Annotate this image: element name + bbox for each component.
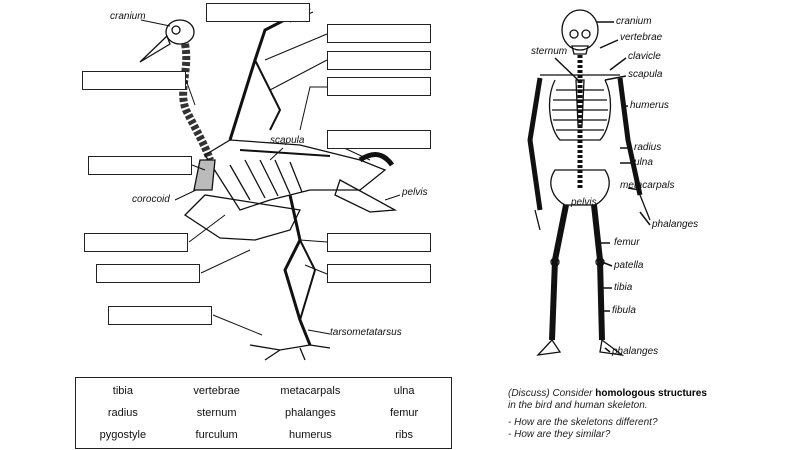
human-label-tibia: tibia [614, 282, 633, 293]
answer-blank[interactable] [327, 77, 431, 96]
human-label-radius: radius [634, 142, 662, 153]
word-bank-item: furculum [195, 429, 238, 441]
human-label-ulna: ulna [634, 157, 653, 168]
answer-blank[interactable] [88, 156, 192, 175]
word-bank-item: sternum [196, 407, 237, 419]
human-label-cranium: cranium [616, 16, 652, 27]
word-bank-item: tibia [112, 385, 133, 397]
word-bank-item: ulna [393, 385, 415, 397]
answer-blank[interactable] [327, 51, 431, 70]
word-bank-item: humerus [288, 429, 332, 441]
human-label-sternum: sternum [531, 46, 568, 57]
word-bank-item: ribs [395, 429, 413, 441]
word-bank-item: radius [107, 407, 138, 419]
human-skeleton [527, 9, 651, 356]
bird-label-scapula: scapula [270, 135, 305, 146]
discussion-prefix: (Discuss) Consider [508, 388, 596, 399]
human-label-vertebrae: vertebrae [620, 32, 663, 43]
discussion-question-1: - How are the skeletons different? [508, 417, 658, 428]
answer-blank[interactable] [96, 264, 200, 283]
discussion-line2: in the bird and human skeleton. [508, 400, 648, 411]
human-label-humerus: humerus [630, 100, 669, 111]
human-label-clavicle: clavicle [628, 51, 661, 62]
answer-blank[interactable] [84, 233, 188, 252]
answer-blank[interactable] [206, 3, 310, 22]
bird-label-corocoid: corocoid [132, 194, 170, 205]
human-label-metacarpals: metacarpals [620, 180, 675, 191]
word-bank-item: pygostyle [99, 429, 147, 441]
human-label-pelvis: pelvis [571, 197, 597, 208]
discussion-question-2: - How are they similar? [508, 429, 611, 440]
word-bank-item: femur [390, 407, 419, 419]
bird-label-cranium: cranium [110, 11, 146, 22]
human-label-fibula: fibula [612, 305, 636, 316]
human-label-scapula: scapula [628, 69, 663, 80]
discussion-keyword: homologous structures [595, 388, 707, 399]
word-bank: tibia vertebrae metacarpals ulna radius … [75, 377, 452, 449]
word-bank-item: phalanges [284, 407, 336, 419]
human-leader-lines [554, 21, 651, 353]
answer-blank[interactable] [327, 24, 431, 43]
answer-blank[interactable] [327, 233, 431, 252]
human-label-patella: patella [614, 260, 644, 271]
answer-blank[interactable] [108, 306, 212, 325]
bird-label-pelvis: pelvis [402, 187, 428, 198]
answer-blank[interactable] [327, 130, 431, 149]
bird-label-tarsometatarsus: tarsometatarsus [330, 327, 402, 338]
word-bank-item: vertebrae [193, 385, 240, 397]
word-bank-item: metacarpals [280, 385, 341, 397]
human-label-femur: femur [614, 237, 640, 248]
discussion-prompt: (Discuss) Consider homologous structures… [508, 388, 707, 441]
human-label-phalanges-hand: phalanges [652, 219, 699, 230]
human-label-phalanges-foot: phalanges [612, 346, 659, 357]
answer-blank[interactable] [327, 264, 431, 283]
answer-blank[interactable] [82, 71, 186, 90]
